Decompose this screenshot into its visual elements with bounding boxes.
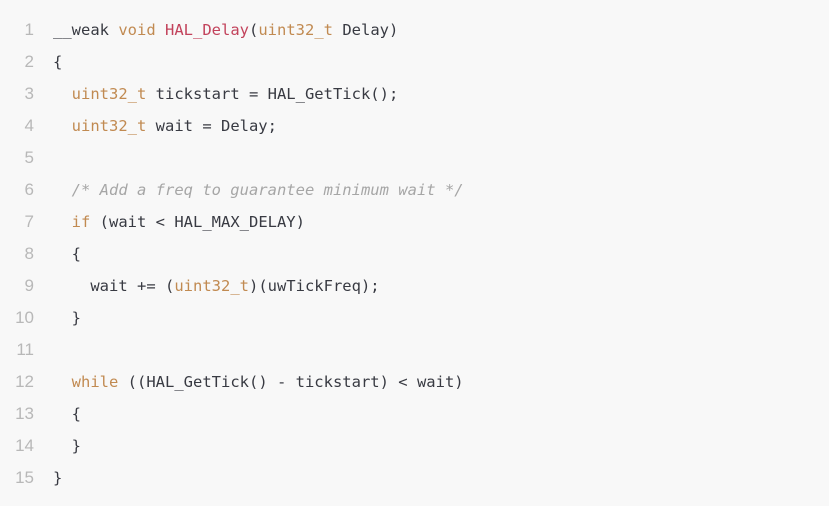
line-number: 10 <box>15 308 34 327</box>
line-code: } <box>53 462 62 494</box>
code-token: wait = Delay; <box>146 117 277 135</box>
line-number: 5 <box>24 148 34 167</box>
line-number: 14 <box>15 436 34 455</box>
code-block[interactable]: 1__weak void HAL_Delay(uint32_t Delay)2{… <box>0 14 829 494</box>
punctuation-token: { <box>53 53 63 71</box>
code-indent <box>53 213 72 231</box>
code-indent <box>53 117 72 135</box>
line-number: 13 <box>15 404 34 423</box>
code-line: 2{ <box>0 46 829 78</box>
punctuation-token: { <box>71 405 82 423</box>
code-indent <box>53 181 72 199</box>
comment-token: /* Add a freq to guarantee minimum wait … <box>71 181 464 199</box>
type-token: uint32_t <box>258 21 333 39</box>
line-code: } <box>53 430 81 462</box>
code-indent <box>53 309 72 327</box>
code-indent <box>53 373 72 391</box>
punctuation-token: } <box>71 309 82 327</box>
punctuation-token: { <box>71 245 82 263</box>
line-code: { <box>53 46 62 78</box>
code-line: 7 if (wait < HAL_MAX_DELAY) <box>0 206 829 238</box>
punctuation-token: } <box>53 469 63 487</box>
line-number: 8 <box>24 244 34 263</box>
code-token: wait += ( <box>90 277 175 295</box>
punctuation-token: } <box>71 437 82 455</box>
code-line: 14 } <box>0 430 829 462</box>
code-token: __weak <box>53 21 119 39</box>
line-number: 7 <box>24 212 34 231</box>
code-token: )(uwTickFreq); <box>248 277 380 295</box>
code-line: 1 __weak void HAL_Delay(uint32_t Delay) <box>0 14 829 46</box>
code-indent <box>53 437 72 455</box>
line-number: 1 <box>24 20 34 39</box>
code-line: 12 while ((HAL_GetTick() - tickstart) < … <box>0 366 829 398</box>
code-line: 13 { <box>0 398 829 430</box>
line-code: { <box>53 238 81 270</box>
code-indent <box>53 85 72 103</box>
code-line: 10 } <box>0 302 829 334</box>
function-name-token: HAL_Delay <box>165 21 249 39</box>
line-code: uint32_t wait = Delay; <box>53 110 277 142</box>
line-code: /* Add a freq to guarantee minimum wait … <box>53 174 464 206</box>
code-token: tickstart = HAL_GetTick(); <box>146 85 399 103</box>
line-number: 3 <box>24 84 34 103</box>
line-number: 2 <box>24 52 34 71</box>
keyword-token: if <box>71 213 91 231</box>
code-indent <box>53 405 72 423</box>
code-line: 6 /* Add a freq to guarantee minimum wai… <box>0 174 829 206</box>
line-code: uint32_t tickstart = HAL_GetTick(); <box>53 78 399 110</box>
line-code: { <box>53 398 81 430</box>
type-token: uint32_t <box>71 117 147 135</box>
line-code: wait += (uint32_t)(uwTickFreq); <box>53 270 380 302</box>
line-number: 9 <box>24 276 34 295</box>
code-line: 8 { <box>0 238 829 270</box>
code-line: 3 uint32_t tickstart = HAL_GetTick(); <box>0 78 829 110</box>
code-line: 4 uint32_t wait = Delay; <box>0 110 829 142</box>
code-line: 15} <box>0 462 829 494</box>
code-token: ((HAL_GetTick() - tickstart) < wait) <box>118 373 464 391</box>
line-number: 12 <box>15 372 34 391</box>
line-number: 11 <box>16 340 34 359</box>
line-number: 15 <box>15 468 34 487</box>
line-code: } <box>53 302 81 334</box>
code-token: Delay) <box>333 21 399 39</box>
keyword-token: void <box>118 21 165 39</box>
type-token: uint32_t <box>174 277 249 295</box>
line-code: if (wait < HAL_MAX_DELAY) <box>53 206 305 238</box>
type-token: uint32_t <box>71 85 147 103</box>
line-number: 6 <box>24 180 34 199</box>
keyword-token: while <box>71 373 119 391</box>
line-number: 4 <box>24 116 34 135</box>
punctuation-token: ( <box>249 21 259 39</box>
line-code: while ((HAL_GetTick() - tickstart) < wai… <box>53 366 464 398</box>
code-indent <box>53 245 72 263</box>
code-token: (wait < HAL_MAX_DELAY) <box>90 213 305 231</box>
code-line: 5 <box>0 142 829 174</box>
line-code: __weak void HAL_Delay(uint32_t Delay) <box>53 14 398 46</box>
code-line: 11 <box>0 334 829 366</box>
code-indent <box>53 277 90 295</box>
code-line: 9 wait += (uint32_t)(uwTickFreq); <box>0 270 829 302</box>
